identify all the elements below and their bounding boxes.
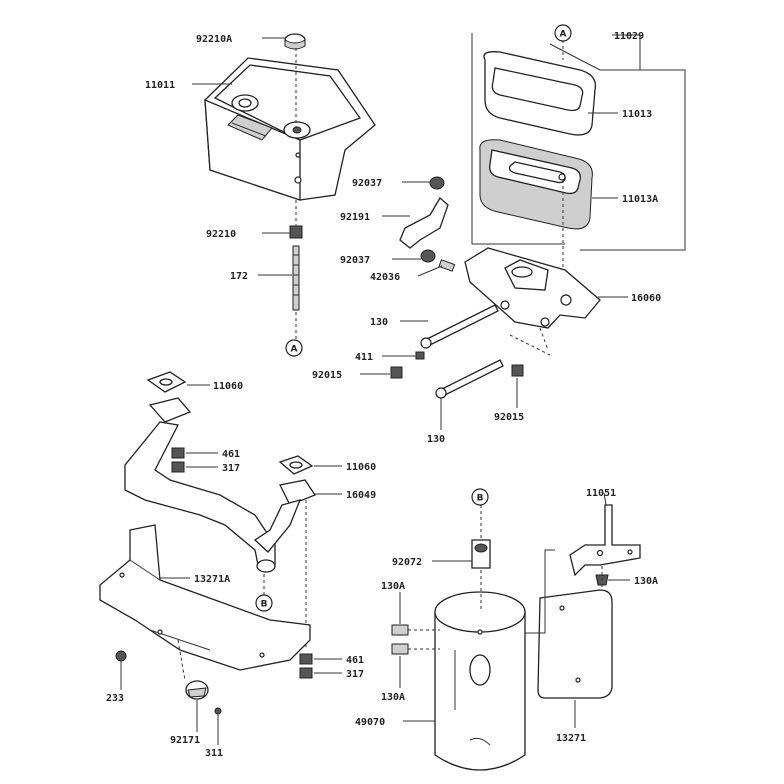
label-92037-lower: 92037 <box>340 255 370 266</box>
label-411: 411 <box>355 352 373 363</box>
label-11051: 11051 <box>586 488 616 499</box>
nut-461-lower <box>299 653 313 665</box>
svg-text:B: B <box>261 600 268 610</box>
label-13271a: 13271A <box>194 574 230 585</box>
stud-172 <box>292 245 300 311</box>
label-130-upper: 130 <box>370 317 388 328</box>
bolts-130a-left <box>391 624 409 655</box>
bolt-42036 <box>438 259 456 272</box>
exhaust-pipe-16049 <box>124 397 316 573</box>
label-11029: 11029 <box>614 31 644 42</box>
nut-92210 <box>289 225 303 239</box>
leader-lines <box>120 33 686 745</box>
bracket-11051 <box>569 504 641 577</box>
label-13271: 13271 <box>556 733 586 744</box>
label-317-lower: 317 <box>346 669 364 680</box>
nut-317-upper <box>171 461 185 473</box>
base-16060 <box>464 247 601 329</box>
label-317-upper: 317 <box>222 463 240 474</box>
ref-circle-b-top: B <box>471 488 489 506</box>
nut-92015-left <box>390 366 403 379</box>
air-cleaner-case <box>204 57 376 201</box>
label-11013a: 11013A <box>622 194 658 205</box>
elbow-92072 <box>471 539 491 569</box>
muffler-guard-13271 <box>537 589 613 699</box>
label-461-lower: 461 <box>346 655 364 666</box>
ref-circle-b-bottom: B <box>255 594 273 612</box>
label-130a-lower-left: 130A <box>381 692 405 703</box>
label-92037-upper: 92037 <box>352 178 382 189</box>
label-130a-right: 130A <box>634 576 658 587</box>
label-11060-left: 11060 <box>213 381 243 392</box>
label-92072: 92072 <box>392 557 422 568</box>
bolt-130-lower <box>435 359 504 399</box>
breather-hose-92191 <box>399 176 449 263</box>
nut-92015-right <box>511 364 524 377</box>
bolt-233 <box>115 650 127 662</box>
label-233: 233 <box>106 693 124 704</box>
nut-317-lower <box>299 667 313 679</box>
label-42036: 42036 <box>370 272 400 283</box>
element-11013 <box>483 51 597 136</box>
label-11013: 11013 <box>622 109 652 120</box>
muffler-49070 <box>434 591 526 771</box>
label-172: 172 <box>230 271 248 282</box>
label-92171: 92171 <box>170 735 200 746</box>
label-92210: 92210 <box>206 229 236 240</box>
screw-311 <box>214 707 222 715</box>
part-labels: 92210A 11011 92210 172 11029 11013 11013… <box>106 31 661 759</box>
label-11060-right: 11060 <box>346 462 376 473</box>
element-11013a <box>479 139 593 230</box>
ref-circle-a-top: A <box>554 24 572 42</box>
label-16049: 16049 <box>346 490 376 501</box>
svg-text:A: A <box>291 345 298 355</box>
gasket-11060-right <box>278 455 314 475</box>
label-461-upper: 461 <box>222 449 240 460</box>
label-92015-left: 92015 <box>312 370 342 381</box>
label-311: 311 <box>205 748 223 759</box>
washer-411 <box>415 351 425 360</box>
label-92015-right: 92015 <box>494 412 524 423</box>
label-16060: 16060 <box>631 293 661 304</box>
label-130a-upper-left: 130A <box>381 581 405 592</box>
cap-nut-92210a <box>284 33 306 50</box>
svg-text:B: B <box>477 494 484 504</box>
nut-461-upper <box>171 447 185 459</box>
label-92191: 92191 <box>340 212 370 223</box>
bolt-130-upper <box>420 304 499 349</box>
label-130-lower: 130 <box>427 434 445 445</box>
label-11011: 11011 <box>145 80 175 91</box>
label-49070: 49070 <box>355 717 385 728</box>
clamp-92171 <box>185 680 209 700</box>
gasket-11060-left <box>146 371 187 393</box>
muffler-cover-13271a <box>99 524 311 671</box>
svg-text:A: A <box>560 30 567 40</box>
ref-circle-a-bottom: A <box>285 339 303 357</box>
label-92210a: 92210A <box>196 34 232 45</box>
